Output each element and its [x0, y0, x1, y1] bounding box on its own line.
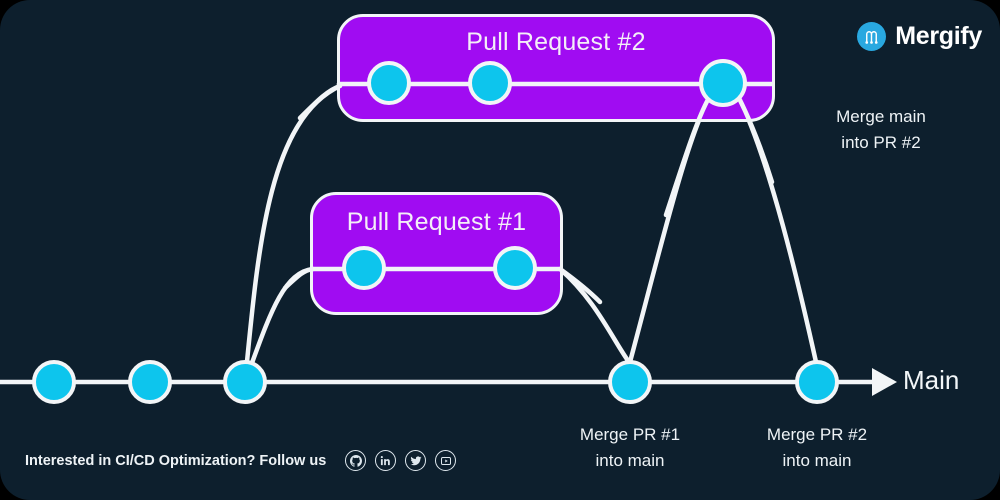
brand-name: Mergify: [895, 22, 982, 50]
merge-line-pr2-to-main-top: [735, 93, 775, 185]
main-branch-label: Main: [903, 365, 960, 395]
twitter-icon[interactable]: [405, 450, 427, 471]
video-icon[interactable]: [435, 450, 457, 471]
caption-merge-pr1-into-main: Merge PR #1 into main: [579, 425, 681, 470]
branch-line-to-pr1-top: [282, 266, 316, 291]
main-merge-pr1-node: [608, 360, 652, 404]
main-arrow-head: [872, 368, 897, 396]
brand-lockup: Mergify: [857, 22, 982, 51]
main-commit-2: [128, 360, 172, 404]
pull-request-1-title: Pull Request #1: [346, 208, 527, 236]
main-merge-pr2-node: [795, 360, 839, 404]
pr1-commit-1: [342, 246, 386, 290]
merge-line-pr1-to-main-top: [557, 266, 603, 305]
main-commit-1: [32, 360, 76, 404]
footer-bar: Interested in CI/CD Optimization? Follow…: [25, 450, 457, 471]
pr1-commit-2: [493, 246, 537, 290]
main-branch-point: [223, 360, 267, 404]
github-icon[interactable]: [345, 450, 367, 471]
pr2-commit-1: [367, 61, 411, 105]
pr2-commit-2: [468, 61, 512, 105]
pull-request-2-box: [337, 14, 775, 122]
pr2-merge-node: [699, 59, 747, 107]
caption-merge-pr2-into-main: Merge PR #2 into main: [766, 425, 868, 470]
linkedin-icon[interactable]: [375, 450, 397, 471]
caption-merge-main-into-pr2: Merge main into PR #2: [836, 107, 926, 152]
pull-request-2-title: Pull Request #2: [466, 28, 646, 56]
merge-line-main-to-pr2-top: [663, 93, 713, 218]
mergify-logo-icon: [857, 22, 887, 51]
footer-text: Interested in CI/CD Optimization? Follow…: [25, 452, 327, 469]
branch-line-to-pr2-top: [297, 83, 343, 121]
